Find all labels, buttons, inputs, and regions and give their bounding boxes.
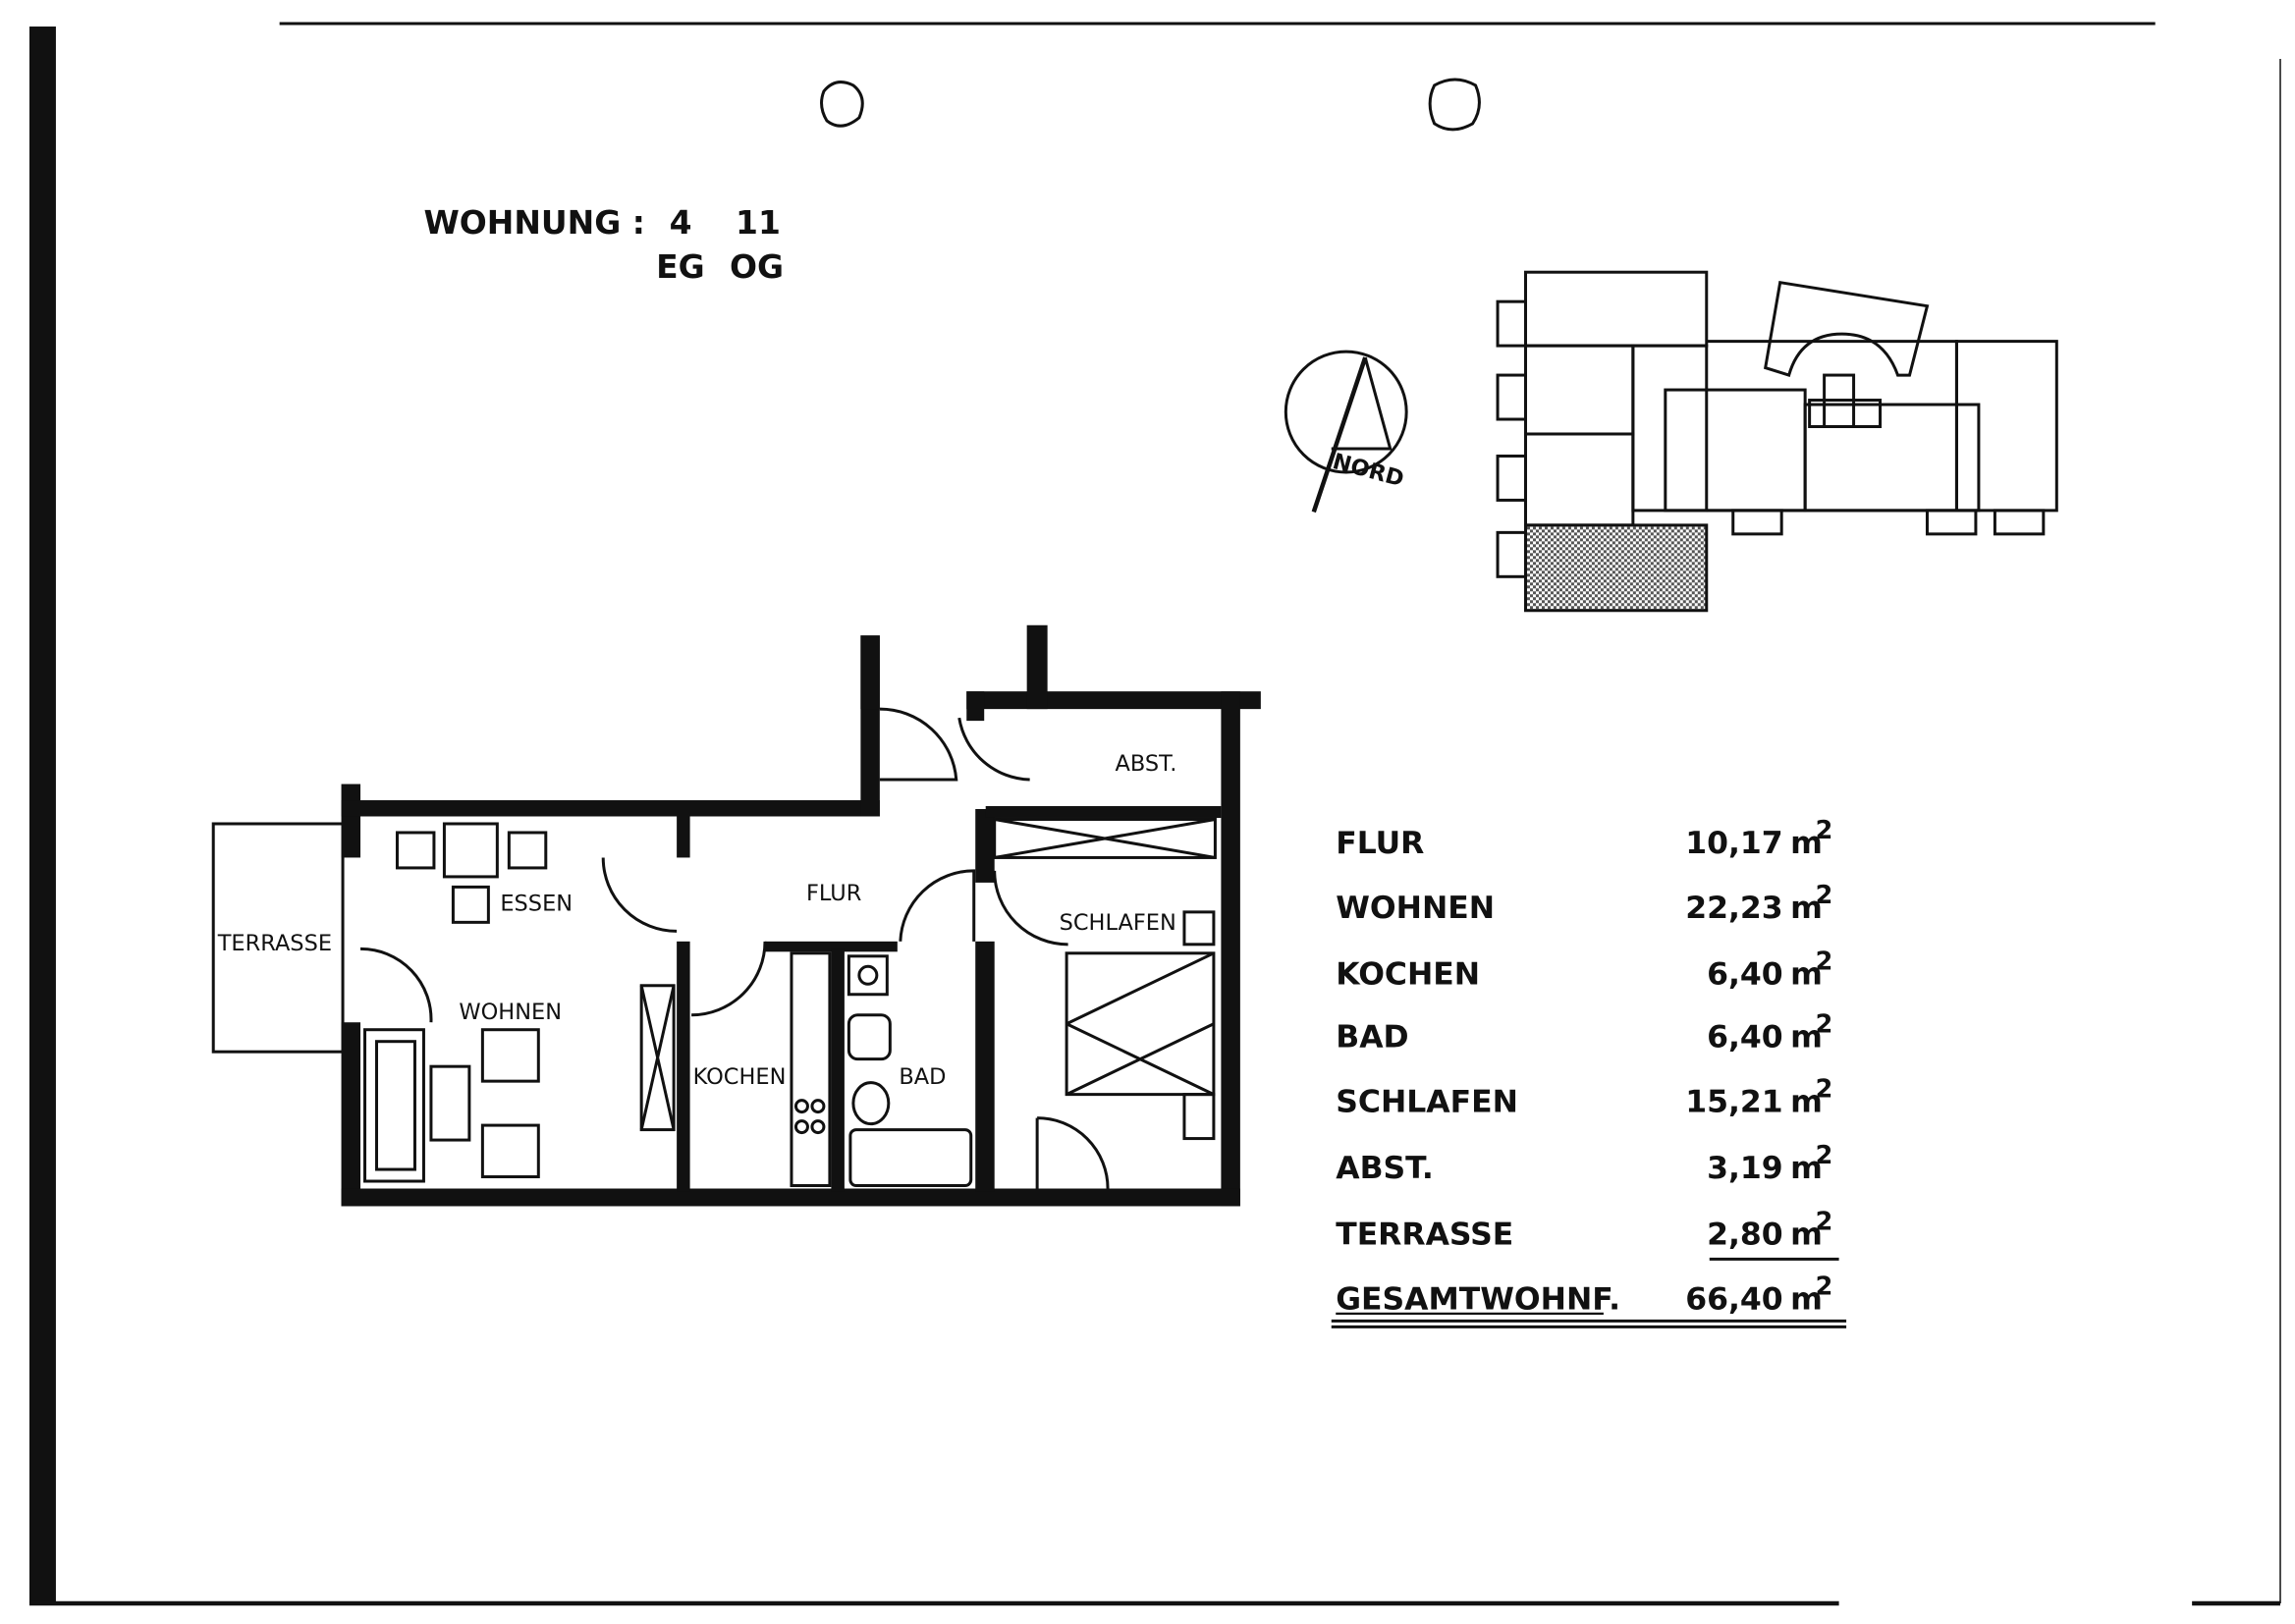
room-label-bad: BAD: [899, 1064, 946, 1090]
area-room-name: ABST.: [1336, 1151, 1434, 1186]
north-arrow: NORD: [1284, 350, 1408, 514]
area-value: 10,17: [1685, 826, 1782, 861]
area-value: 22,23: [1685, 891, 1782, 926]
area-room-name: FLUR: [1336, 826, 1424, 861]
area-unit-exponent: 2: [1816, 1272, 1833, 1301]
area-room-name: WOHNEN: [1336, 891, 1495, 926]
area-room-name: GESAMTWOHNF.: [1336, 1281, 1620, 1317]
area-unit-exponent: 2: [1816, 1075, 1833, 1105]
unit-number-og: 11: [736, 203, 781, 242]
area-unit: m: [1790, 1020, 1823, 1056]
area-room-name: KOCHEN: [1336, 956, 1480, 992]
area-value: 15,21: [1685, 1085, 1782, 1120]
area-unit: m: [1790, 1217, 1823, 1252]
area-value: 3,19: [1707, 1151, 1783, 1186]
area-room-name: BAD: [1336, 1020, 1408, 1056]
area-unit: m: [1790, 826, 1823, 861]
room-label-wohnen: WOHNEN: [459, 1000, 562, 1025]
area-unit: m: [1790, 1281, 1823, 1317]
area-value: 66,40: [1685, 1281, 1782, 1317]
terrace-area: [211, 822, 345, 1054]
area-room-name: SCHLAFEN: [1336, 1085, 1518, 1120]
site-plan: [1496, 270, 2058, 613]
area-value: 6,40: [1707, 1020, 1783, 1056]
unit-label: WOHNUNG :: [423, 203, 644, 242]
unit-number-eg: 4: [670, 203, 692, 242]
sheet-frame: [28, 22, 2281, 1606]
room-label-schlafen: SCHLAFEN: [1060, 910, 1176, 936]
north-label: NORD: [1330, 449, 1406, 492]
area-unit-exponent: 2: [1816, 816, 1833, 845]
highlighted-unit: [1524, 523, 1709, 613]
area-unit-exponent: 2: [1816, 1141, 1833, 1170]
area-value: 2,80: [1707, 1217, 1783, 1252]
area-unit-exponent: 2: [1816, 1207, 1833, 1236]
apartment-floor-plan: TERRASSE ESSEN WOHNEN FLUR KOCHEN BAD SC…: [211, 624, 1261, 1207]
area-unit-exponent: 2: [1816, 1010, 1833, 1040]
room-label-abst: ABST.: [1116, 751, 1177, 777]
room-label-flur: FLUR: [806, 881, 861, 906]
room-label-essen: ESSEN: [500, 891, 573, 916]
area-unit: m: [1790, 1151, 1823, 1186]
room-label-kochen: KOCHEN: [693, 1064, 787, 1090]
floor-eg: EG: [656, 247, 705, 286]
floor-og: OG: [730, 247, 784, 286]
area-unit: m: [1790, 1085, 1823, 1120]
area-unit-exponent: 2: [1816, 881, 1833, 910]
area-room-name: TERRASSE: [1336, 1217, 1513, 1252]
area-unit: m: [1790, 891, 1823, 926]
area-unit: m: [1790, 956, 1823, 992]
room-label-terrasse: TERRASSE: [217, 931, 332, 956]
area-value: 6,40: [1707, 956, 1783, 992]
area-unit-exponent: 2: [1816, 947, 1833, 976]
unit-header: WOHNUNG : 4 11 EG OG: [423, 203, 784, 286]
